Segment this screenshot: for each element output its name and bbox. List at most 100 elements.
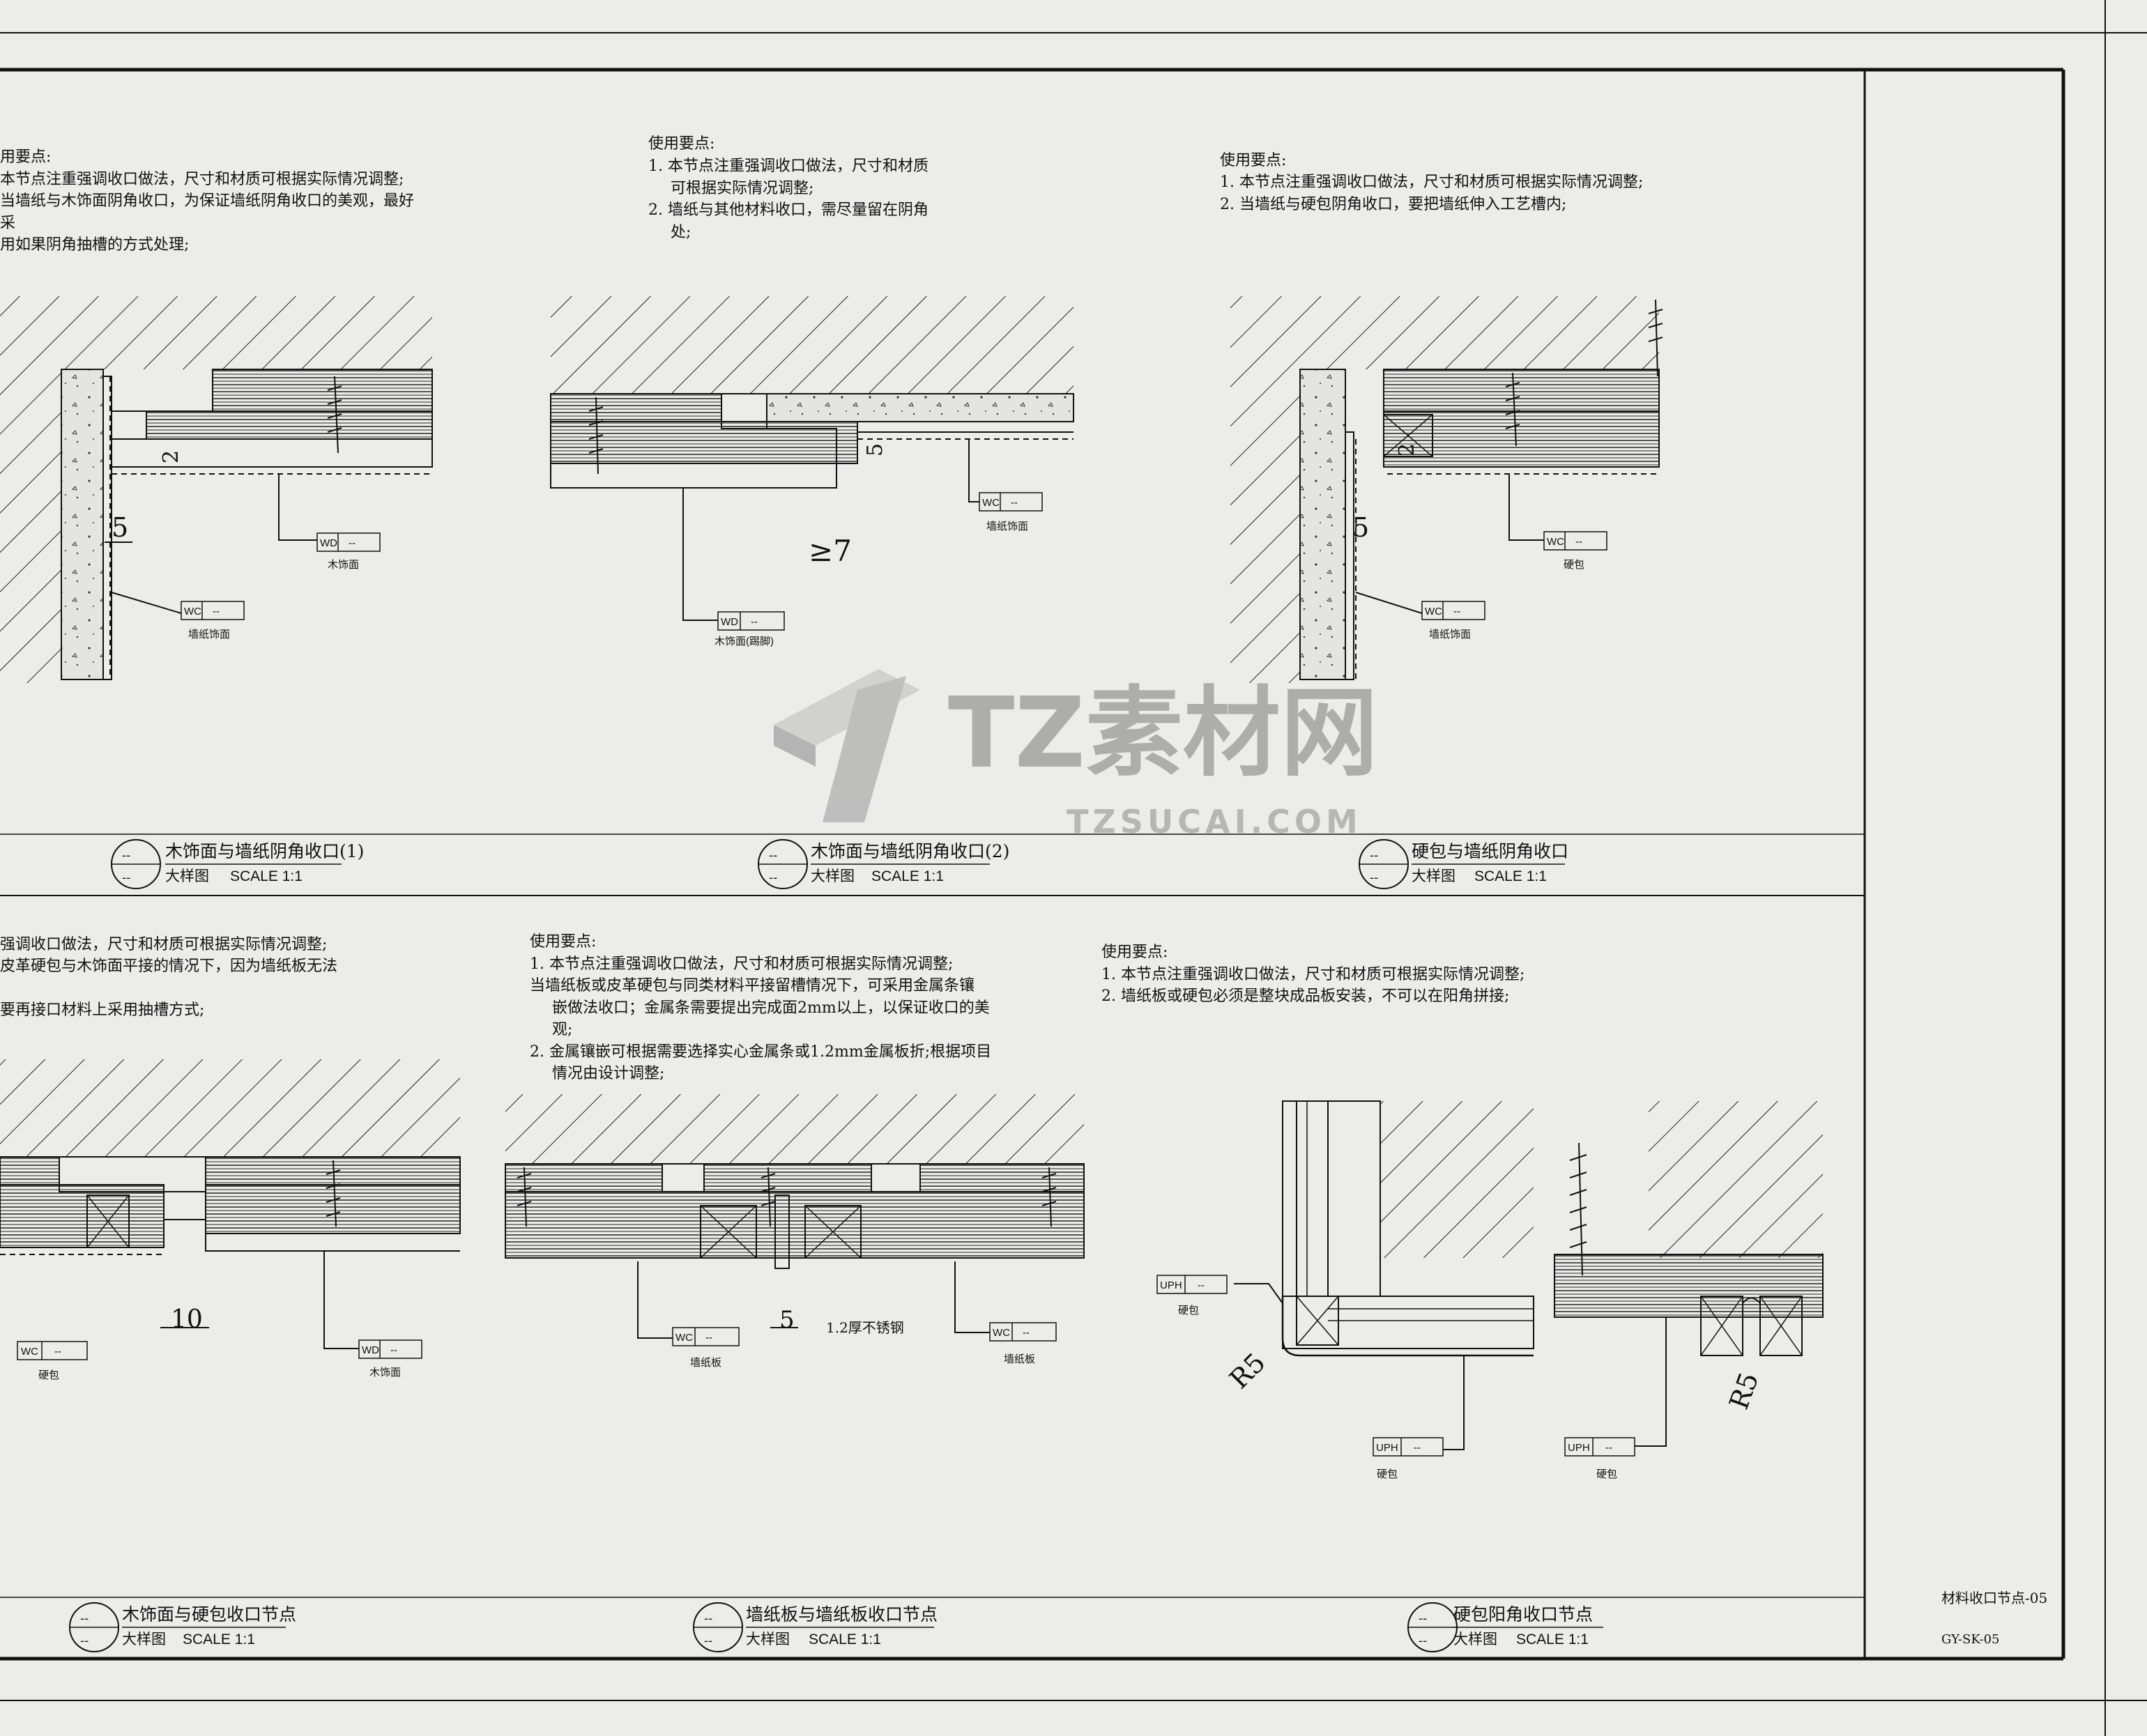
svg-text:使用要点:: 使用要点: <box>1220 152 1286 169</box>
detail-2-section: 5 ≥7 <box>550 296 1074 621</box>
svg-text:WC: WC <box>21 1346 38 1358</box>
detail-4-tag-a: WC -- 硬包 <box>17 1341 88 1381</box>
svg-text:大样图: 大样图 <box>122 1631 166 1647</box>
detail-2-dim-a: 5 <box>863 443 887 456</box>
svg-text:--: -- <box>1419 1611 1427 1626</box>
svg-text:木饰面(踢脚): 木饰面(踢脚) <box>715 636 774 647</box>
svg-text:硬包阳角收口节点: 硬包阳角收口节点 <box>1453 1604 1593 1624</box>
detail-2-tag-b: WD -- 木饰面(踢脚) <box>715 611 785 647</box>
svg-text:1. 本节点注重强调收口做法，尺寸和材质可根据实际情况调整: 1. 本节点注重强调收口做法，尺寸和材质可根据实际情况调整; <box>530 955 953 973</box>
svg-text:WC: WC <box>982 497 1000 509</box>
detail-5-title: -- -- 墙纸板与墙纸板收口节点 大样图 SCALE 1:1 <box>693 1602 938 1652</box>
svg-text:SCALE 1:1: SCALE 1:1 <box>183 1631 255 1647</box>
svg-text:--: -- <box>1023 1327 1030 1339</box>
svg-text:嵌做法收口；金属条需要提出完成面2mm以上，以保证收口的美: 嵌做法收口；金属条需要提出完成面2mm以上，以保证收口的美 <box>552 999 990 1017</box>
detail-2-dim-b: ≥7 <box>809 534 852 568</box>
detail-2-tag-a: WC -- 墙纸饰面 <box>979 492 1043 532</box>
detail-6: 使用要点: 1. 本节点注重强调收口做法，尺寸和材质可根据实际情况调整; 2. … <box>1101 944 1824 1652</box>
svg-text:1. 本节点注重强调收口做法，尺寸和材质可根据实际情况调整: 1. 本节点注重强调收口做法，尺寸和材质可根据实际情况调整; <box>1220 174 1643 191</box>
svg-text:--: -- <box>769 848 777 863</box>
svg-text:--: -- <box>704 1611 712 1626</box>
detail-5-notes: 使用要点: 1. 本节点注重强调收口做法，尺寸和材质可根据实际情况调整; 当墙纸… <box>530 933 991 1082</box>
detail-6-section: R5 R5 <box>1223 1100 1824 1450</box>
svg-text:皮革硬包与木饰面平接的情况下，因为墙纸板无法: 皮革硬包与木饰面平接的情况下，因为墙纸板无法 <box>0 958 337 975</box>
svg-text:硬包与墙纸阴角收口: 硬包与墙纸阴角收口 <box>1412 841 1568 861</box>
svg-text:UPH: UPH <box>1160 1280 1182 1291</box>
svg-text:可根据实际情况调整;: 可根据实际情况调整; <box>671 180 813 197</box>
watermark-url: TZSUCAI.COM <box>1067 803 1362 840</box>
svg-text:强调收口做法，尺寸和材质可根据实际情况调整;: 强调收口做法，尺寸和材质可根据实际情况调整; <box>0 936 327 953</box>
svg-text:WC: WC <box>993 1327 1010 1339</box>
svg-text:--: -- <box>1419 1634 1427 1648</box>
detail-6-notes: 使用要点: 1. 本节点注重强调收口做法，尺寸和材质可根据实际情况调整; 2. … <box>1101 944 1525 1005</box>
svg-text:墙纸板: 墙纸板 <box>690 1356 721 1369</box>
svg-text:当墙纸与木饰面阴角收口，为保证墙纸阴角收口的美观，最好: 当墙纸与木饰面阴角收口，为保证墙纸阴角收口的美观，最好 <box>0 192 414 210</box>
detail-5-dim-a: 5 <box>779 1306 795 1334</box>
svg-text:--: -- <box>1370 870 1378 885</box>
svg-text:木饰面与墙纸阴角收口(2): 木饰面与墙纸阴角收口(2) <box>811 841 1009 861</box>
svg-text:--: -- <box>1453 606 1460 617</box>
detail-3-dim-b: 5 <box>1352 512 1369 543</box>
detail-1-tag-b: WC -- 墙纸饰面 <box>181 601 245 640</box>
detail-4-title: -- -- 木饰面与硬包收口节点 大样图 SCALE 1:1 <box>69 1602 296 1652</box>
svg-text:--: -- <box>54 1346 61 1358</box>
detail-2-title: -- -- 木饰面与墙纸阴角收口(2) 大样图 SCALE 1:1 <box>758 839 1009 889</box>
detail-6-title: -- -- 硬包阳角收口节点 大样图 SCALE 1:1 <box>1407 1602 1603 1652</box>
svg-text:硬包: 硬包 <box>1377 1468 1398 1480</box>
detail-6-dim-a: R5 <box>1223 1347 1271 1395</box>
svg-text:使用要点:: 使用要点: <box>648 135 715 153</box>
svg-text:用如果阴角抽槽的方式处理;: 用如果阴角抽槽的方式处理; <box>0 236 189 254</box>
svg-text:木饰面: 木饰面 <box>328 559 359 571</box>
svg-text:墙纸板: 墙纸板 <box>1004 1353 1035 1365</box>
svg-text:处;: 处; <box>671 224 691 241</box>
detail-1-dim-b: 5 <box>112 512 128 543</box>
title-block: 材料收口节点-05 GY-SK-05 <box>1941 1590 2047 1647</box>
svg-text:大样图: 大样图 <box>1453 1631 1497 1647</box>
detail-5-tag-b: WC -- 墙纸板 <box>989 1322 1057 1365</box>
detail-3: 使用要点: 1. 本节点注重强调收口做法，尺寸和材质可根据实际情况调整; 2. … <box>1220 152 1663 889</box>
detail-1: 用要点: 本节点注重强调收口做法，尺寸和材质可根据实际情况调整; 当墙纸与木饰面… <box>0 148 433 889</box>
svg-text:观;: 观; <box>552 1021 572 1038</box>
svg-text:硬包: 硬包 <box>38 1369 59 1381</box>
svg-text:--: -- <box>80 1634 89 1648</box>
svg-text:硬包: 硬包 <box>1178 1305 1199 1316</box>
svg-text:本节点注重强调收口做法，尺寸和材质可根据实际情况调整;: 本节点注重强调收口做法，尺寸和材质可根据实际情况调整; <box>0 171 404 188</box>
detail-3-title: -- -- 硬包与墙纸阴角收口 大样图 SCALE 1:1 <box>1359 839 1568 889</box>
svg-text:UPH: UPH <box>1376 1442 1398 1454</box>
detail-4-tag-b: WD -- 木饰面 <box>358 1339 422 1378</box>
detail-2-notes: 使用要点: 1. 本节点注重强调收口做法，尺寸和材质 可根据实际情况调整; 2.… <box>648 135 929 241</box>
svg-text:--: -- <box>390 1344 397 1356</box>
svg-text:--: -- <box>705 1332 712 1344</box>
svg-text:木饰面与墙纸阴角收口(1): 木饰面与墙纸阴角收口(1) <box>165 841 364 861</box>
svg-text:WC: WC <box>1425 606 1442 617</box>
detail-1-notes: 用要点: 本节点注重强调收口做法，尺寸和材质可根据实际情况调整; 当墙纸与木饰面… <box>0 148 414 254</box>
detail-5-tag-a: WC -- 墙纸板 <box>672 1327 740 1369</box>
detail-1-section: 2 5 <box>0 296 433 683</box>
svg-text:墙纸饰面: 墙纸饰面 <box>188 629 230 640</box>
detail-2: 使用要点: 1. 本节点注重强调收口做法，尺寸和材质 可根据实际情况调整; 2.… <box>550 135 1074 889</box>
svg-text:WC: WC <box>675 1332 693 1344</box>
svg-text:--: -- <box>349 537 356 549</box>
detail-3-notes: 使用要点: 1. 本节点注重强调收口做法，尺寸和材质可根据实际情况调整; 2. … <box>1220 152 1643 213</box>
svg-text:--: -- <box>1575 536 1582 548</box>
detail-1-title: -- -- 木饰面与墙纸阴角收口(1) 大样图 SCALE 1:1 <box>111 839 364 889</box>
detail-4: 强调收口做法，尺寸和材质可根据实际情况调整; 皮革硬包与木饰面平接的情况下，因为… <box>0 936 461 1652</box>
detail-5-dim-b: 1.2厚不锈钢 <box>826 1319 904 1336</box>
svg-text:WD: WD <box>721 616 738 628</box>
detail-4-dim-a: 10 <box>171 1305 203 1334</box>
svg-text:大样图: 大样图 <box>1412 868 1455 884</box>
svg-text:2. 墙纸与其他材料收口，需尽量留在阴角: 2. 墙纸与其他材料收口，需尽量留在阴角 <box>648 201 929 219</box>
detail-3-dim-a: 2 <box>1395 443 1419 456</box>
svg-text:--: -- <box>769 870 777 885</box>
svg-text:WD: WD <box>362 1344 379 1356</box>
svg-text:WC: WC <box>184 606 201 617</box>
svg-text:WD: WD <box>320 537 337 549</box>
svg-text:--: -- <box>122 848 130 863</box>
watermark: TZ素材网 TZSUCAI.COM <box>774 669 1378 840</box>
svg-text:--: -- <box>80 1611 89 1626</box>
detail-3-tag-b: WC -- 墙纸饰面 <box>1421 601 1485 640</box>
svg-text:硬包: 硬包 <box>1564 559 1584 571</box>
svg-text:SCALE 1:1: SCALE 1:1 <box>871 868 944 884</box>
svg-text:大样图: 大样图 <box>165 868 209 884</box>
svg-text:大样图: 大样图 <box>811 868 855 884</box>
